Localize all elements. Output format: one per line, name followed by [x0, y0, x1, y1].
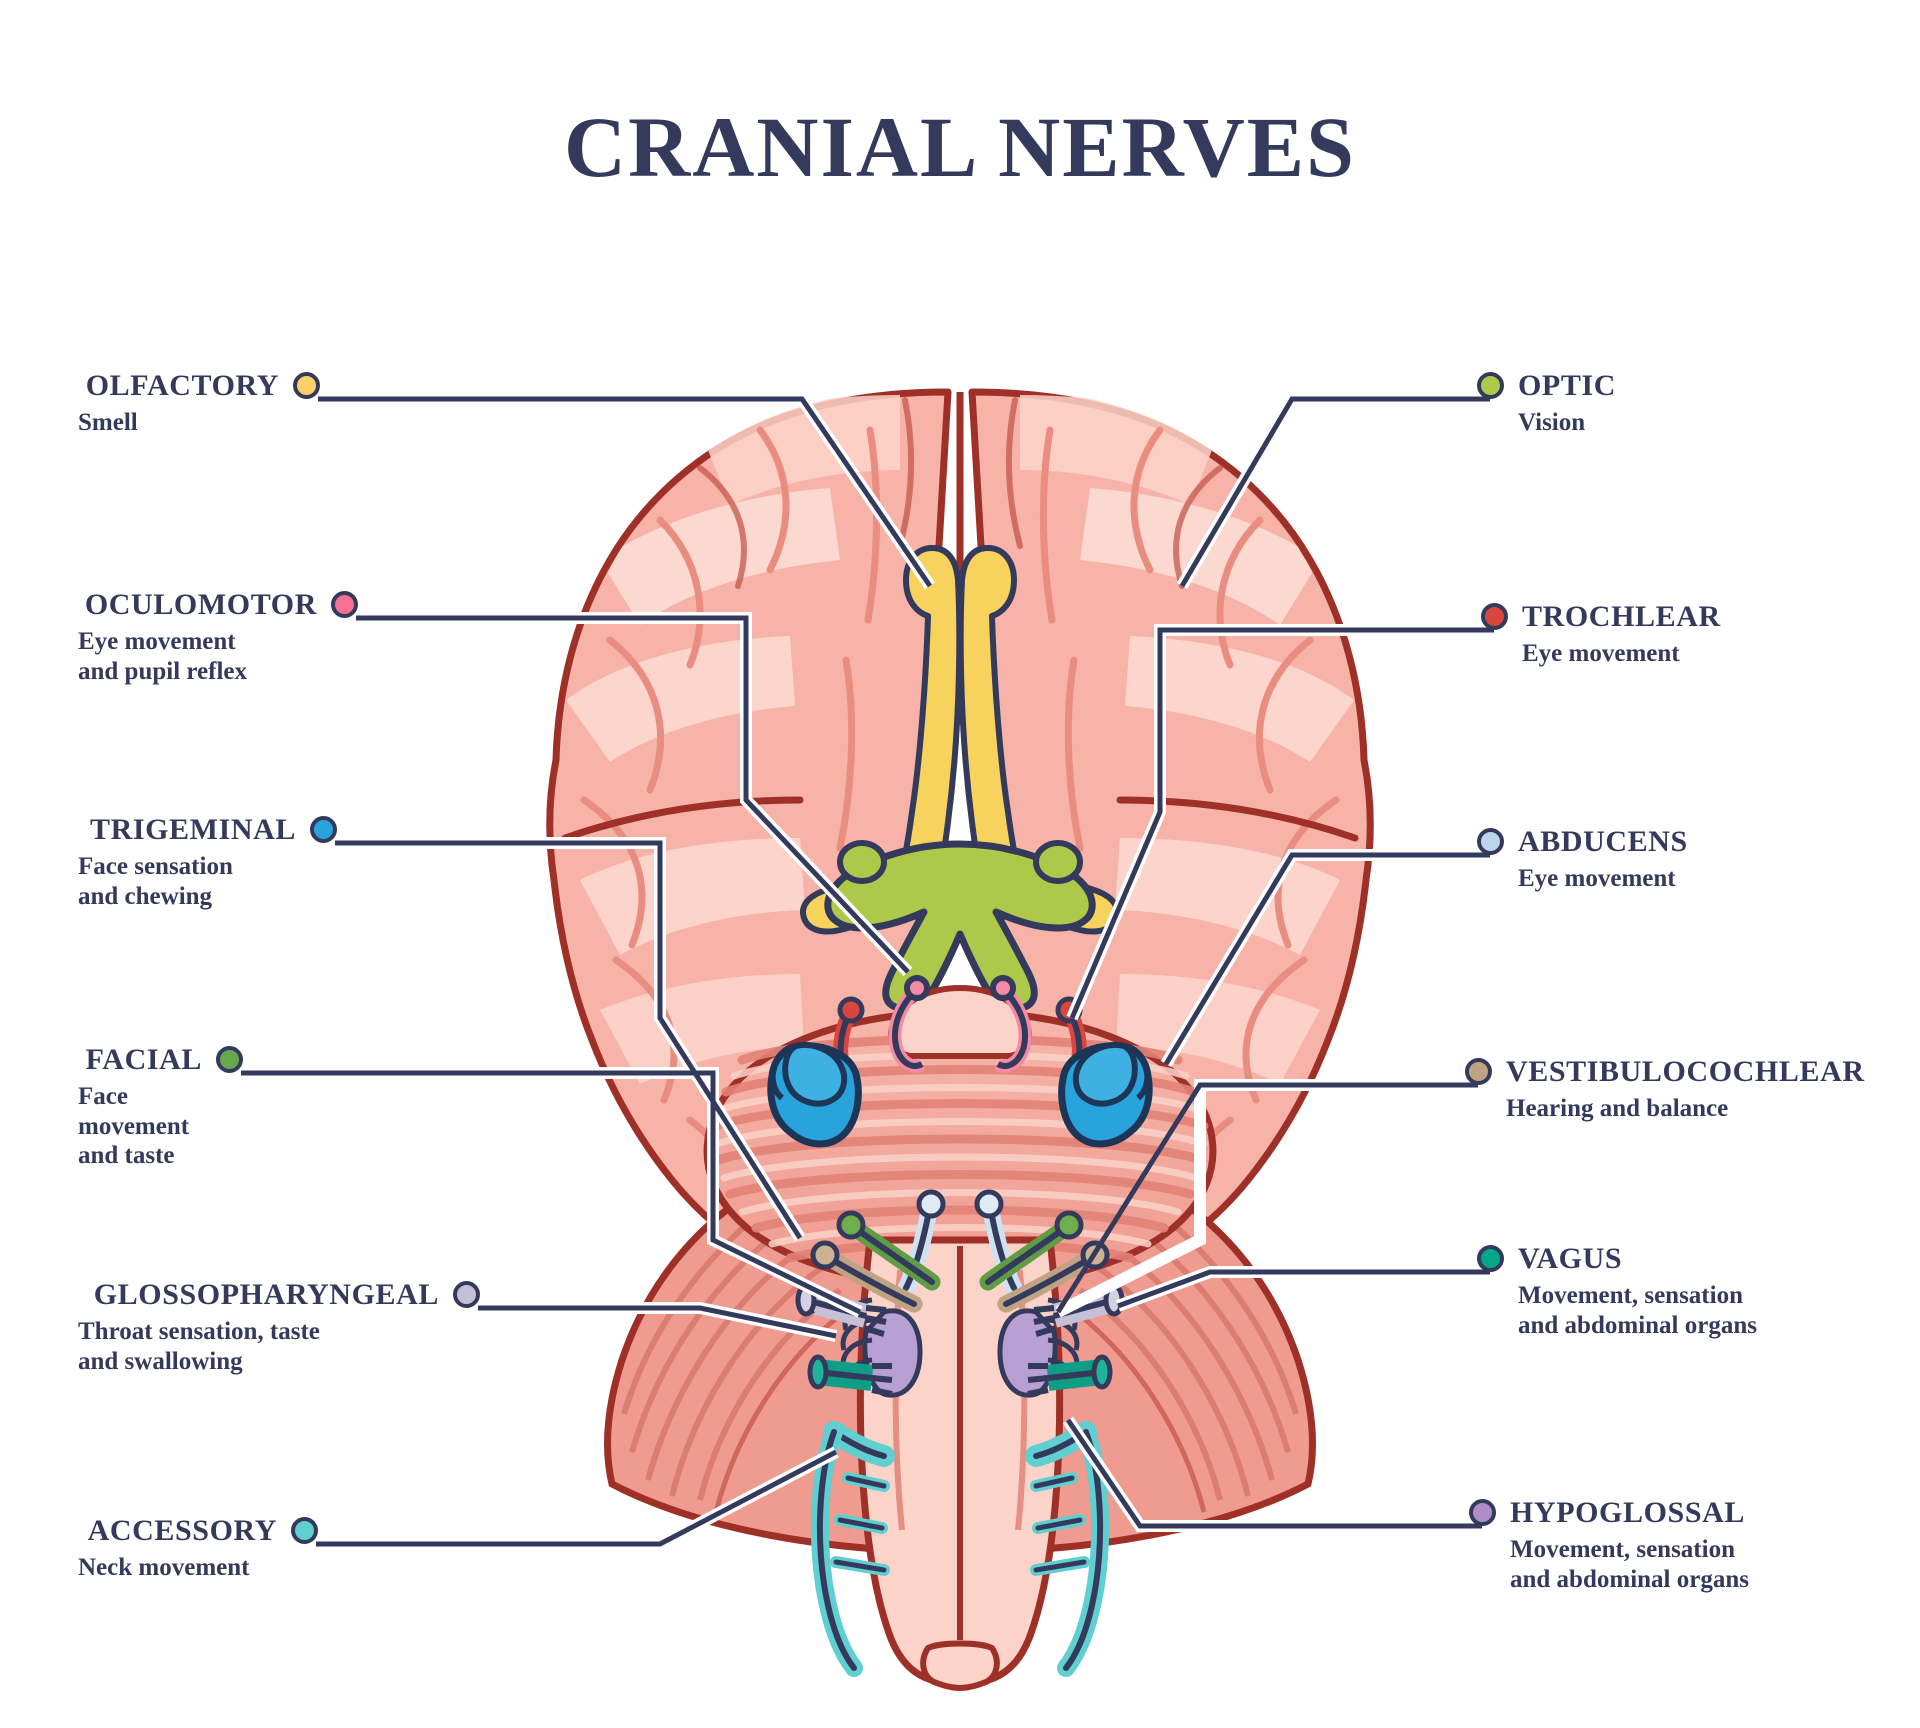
facial-color-dot [216, 1046, 243, 1074]
vagus-color-dot [1477, 1245, 1504, 1273]
label-title: VESTIBULOCOCHLEAR [1506, 1055, 1865, 1088]
page-title: CRANIAL NERVES [564, 99, 1356, 195]
oculomotor-color-dot [331, 591, 358, 619]
label-title: TRIGEMINAL [89, 813, 296, 846]
label-subtitle: Hearing and balance [1506, 1095, 1729, 1123]
label-title: OPTIC [1518, 369, 1617, 402]
label-subtitle: Eye movement and pupil reflex [78, 628, 248, 685]
label-accessory[interactable]: ACCESSORY Neck movement [0, 1515, 318, 1583]
label-title: VAGUS [1518, 1242, 1623, 1275]
trigeminal-color-dot [310, 816, 337, 844]
label-subtitle: Smell [78, 409, 138, 437]
label-hypoglossal[interactable]: HYPOGLOSSAL Movement, sensation and abdo… [1469, 1497, 1749, 1594]
label-subtitle: Neck movement [78, 1554, 250, 1582]
hypoglossal-color-dot [1469, 1499, 1496, 1527]
leader-oculomotor [356, 615, 910, 974]
label-oculomotor[interactable]: OCULOMOTOR Eye movement and pupil reflex [0, 589, 358, 686]
leader-abducens [1163, 852, 1490, 1066]
trigeminal-ganglia [767, 1042, 1153, 1148]
olfactory-color-dot [293, 372, 320, 400]
label-title: TROCHLEAR [1522, 600, 1721, 633]
label-vagus[interactable]: VAGUS Movement, sensation and abdominal … [1477, 1243, 1757, 1340]
facial-roots [836, 1210, 1084, 1291]
label-title: HYPOGLOSSAL [1510, 1496, 1745, 1529]
leader-vestibulocochlear [1055, 1082, 1478, 1314]
vagus-roots [807, 1354, 1113, 1397]
leader-glossopharyngeal [478, 1305, 837, 1339]
gyri-texture [561, 395, 1359, 1248]
leader-hypoglossal [1065, 1418, 1482, 1529]
label-subtitle: Eye movement [1518, 865, 1676, 893]
label-subtitle: Throat sensation, taste and swallowing [78, 1318, 320, 1375]
trochlear-color-dot [1481, 603, 1508, 631]
leader-olfactory [318, 396, 933, 588]
label-subtitle: Face sensation and chewing [78, 853, 233, 910]
vestibulocochlear-color-dot [1465, 1058, 1492, 1086]
leader-optic [1179, 396, 1490, 588]
medulla-spinal-cord [840, 1236, 1080, 1691]
accessory-color-dot [291, 1517, 318, 1545]
leader-trigeminal [335, 840, 803, 1240]
label-subtitle: Movement, sensation and abdominal organs [1510, 1536, 1749, 1593]
label-title: ACCESSORY [87, 1514, 277, 1547]
abducens-roots [897, 1189, 1023, 1297]
label-title: OLFACTORY [85, 369, 279, 402]
leader-trochlear [1069, 627, 1494, 1019]
label-vestibulocochlear[interactable]: VESTIBULOCOCHLEAR Hearing and balance [1465, 1056, 1865, 1124]
label-abducens[interactable]: ABDUCENS Eye movement [1477, 826, 1688, 894]
label-subtitle: Movement, sensation and abdominal organs [1518, 1282, 1757, 1339]
label-subtitle: Eye movement [1522, 640, 1680, 668]
label-title: ABDUCENS [1518, 825, 1688, 858]
optic-color-dot [1477, 372, 1504, 400]
label-title: OCULOMOTOR [84, 588, 317, 621]
oculomotor-roots [888, 975, 1032, 1073]
abducens-color-dot [1477, 828, 1504, 856]
label-trochlear[interactable]: TROCHLEAR Eye movement [1481, 601, 1721, 669]
label-subtitle: Face movement and taste [78, 1083, 190, 1170]
label-trigeminal[interactable]: TRIGEMINAL Face sensation and chewing [0, 814, 337, 911]
label-facial[interactable]: FACIAL Face movement and taste [0, 1044, 243, 1171]
label-title: GLOSSOPHARYNGEAL [93, 1278, 439, 1311]
label-optic[interactable]: OPTIC Vision [1477, 370, 1616, 438]
leader-accessory [316, 1449, 838, 1547]
leader-facial [241, 1070, 862, 1315]
glossopharyngeal-color-dot [453, 1281, 480, 1309]
optic-chiasm [824, 840, 1096, 1013]
label-olfactory[interactable]: OLFACTORY Smell [0, 370, 320, 438]
leader-vagus [1117, 1269, 1490, 1309]
label-subtitle: Vision [1518, 409, 1586, 437]
label-title: FACIAL [85, 1043, 202, 1076]
label-glossopharyngeal[interactable]: GLOSSOPHARYNGEAL Throat sensation, taste… [0, 1279, 480, 1376]
